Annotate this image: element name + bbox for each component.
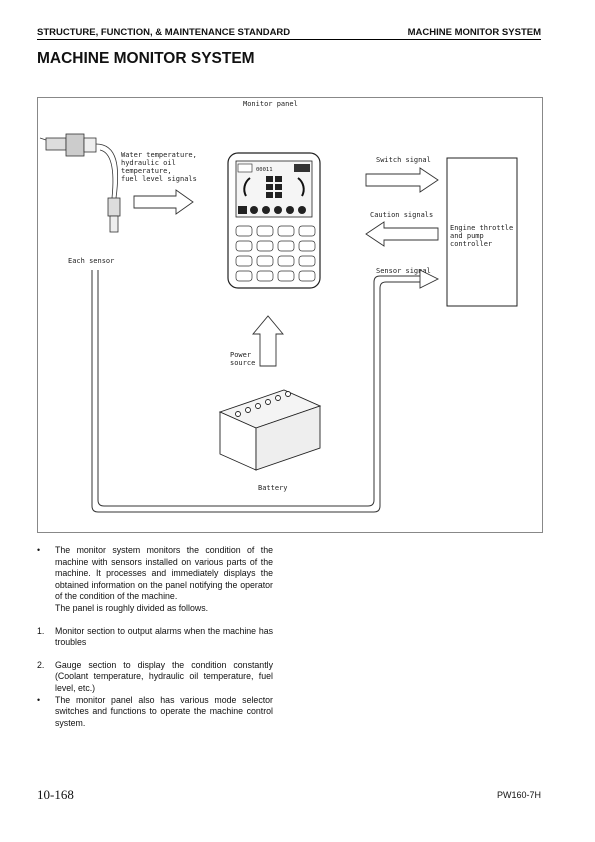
list-text: The monitor panel also has various mode …: [55, 694, 273, 728]
display-code: 00011: [256, 167, 273, 173]
list-item-3: • The monitor panel also has various mod…: [37, 695, 273, 730]
bullet: •: [37, 694, 41, 705]
sensor-signal-label: Sensor signal: [376, 267, 431, 275]
caution-signals-arrow: [365, 221, 439, 247]
diagram-svg: Monitor panel Water temperature, hydraul…: [39, 100, 518, 513]
controller-box: [446, 157, 518, 307]
monitor-panel-drawing: 00011: [227, 152, 321, 289]
switch-signal-label: Switch signal: [376, 156, 431, 164]
sensor-label-line1: Water temperature,: [121, 151, 197, 159]
controller-label-line2: and pump: [450, 232, 484, 240]
caution-signals-label: Caution signals: [370, 211, 433, 219]
battery-icon: [218, 389, 322, 471]
list-text: Monitor section to output alarms when th…: [55, 625, 273, 648]
sensor-label-line3: temperature,: [121, 167, 172, 175]
model-number: PW160-7H: [496, 790, 541, 800]
list-item-1: 1. Monitor section to output alarms when…: [37, 626, 273, 649]
header-section-title: STRUCTURE, FUNCTION, & MAINTENANCE STAND…: [37, 27, 291, 38]
power-source-label-line2: source: [230, 359, 255, 367]
power-source-label-line1: Power: [230, 351, 251, 359]
page-number: 10-168: [37, 787, 74, 802]
header-chapter-title: MACHINE MONITOR SYSTEM: [407, 27, 541, 38]
list-number: 2.: [37, 659, 45, 670]
list-item-intro: • The monitor system monitors the condit…: [37, 545, 273, 615]
bullet: •: [37, 545, 41, 555]
header-rule: [37, 39, 541, 40]
sensor-label-line4: fuel level signals: [121, 175, 197, 183]
page-title: MACHINE MONITOR SYSTEM: [37, 50, 255, 67]
sensor-label-line2: hydraulic oil: [121, 159, 176, 167]
sensor-signal-arrowhead: [419, 269, 440, 289]
sensor-icon: [39, 133, 121, 233]
list-item-2: 2. Gauge section to display the conditio…: [37, 660, 273, 695]
body-text: • The monitor system monitors the condit…: [37, 545, 273, 740]
sensor-to-panel-arrow: [133, 189, 194, 215]
monitor-panel-label: Monitor panel: [243, 100, 298, 108]
sensor-loop-outer: [91, 270, 420, 513]
each-sensor-label: Each sensor: [68, 257, 114, 265]
controller-label-line3: controller: [450, 240, 492, 248]
list-text: Gauge section to display the condition c…: [55, 659, 273, 693]
controller-label-line1: Engine throttle: [450, 224, 513, 232]
monitor-system-diagram: Monitor panel Water temperature, hydraul…: [37, 97, 543, 533]
sensor-loop-inner: [97, 270, 420, 507]
list-number: 1.: [37, 625, 45, 636]
intro-paragraph: The monitor system monitors the conditio…: [55, 545, 273, 602]
battery-label: Battery: [258, 484, 288, 492]
intro-paragraph-2: The panel is roughly divided as follows.: [55, 602, 209, 613]
switch-signal-arrow: [365, 167, 439, 193]
power-source-arrow: [252, 315, 284, 367]
